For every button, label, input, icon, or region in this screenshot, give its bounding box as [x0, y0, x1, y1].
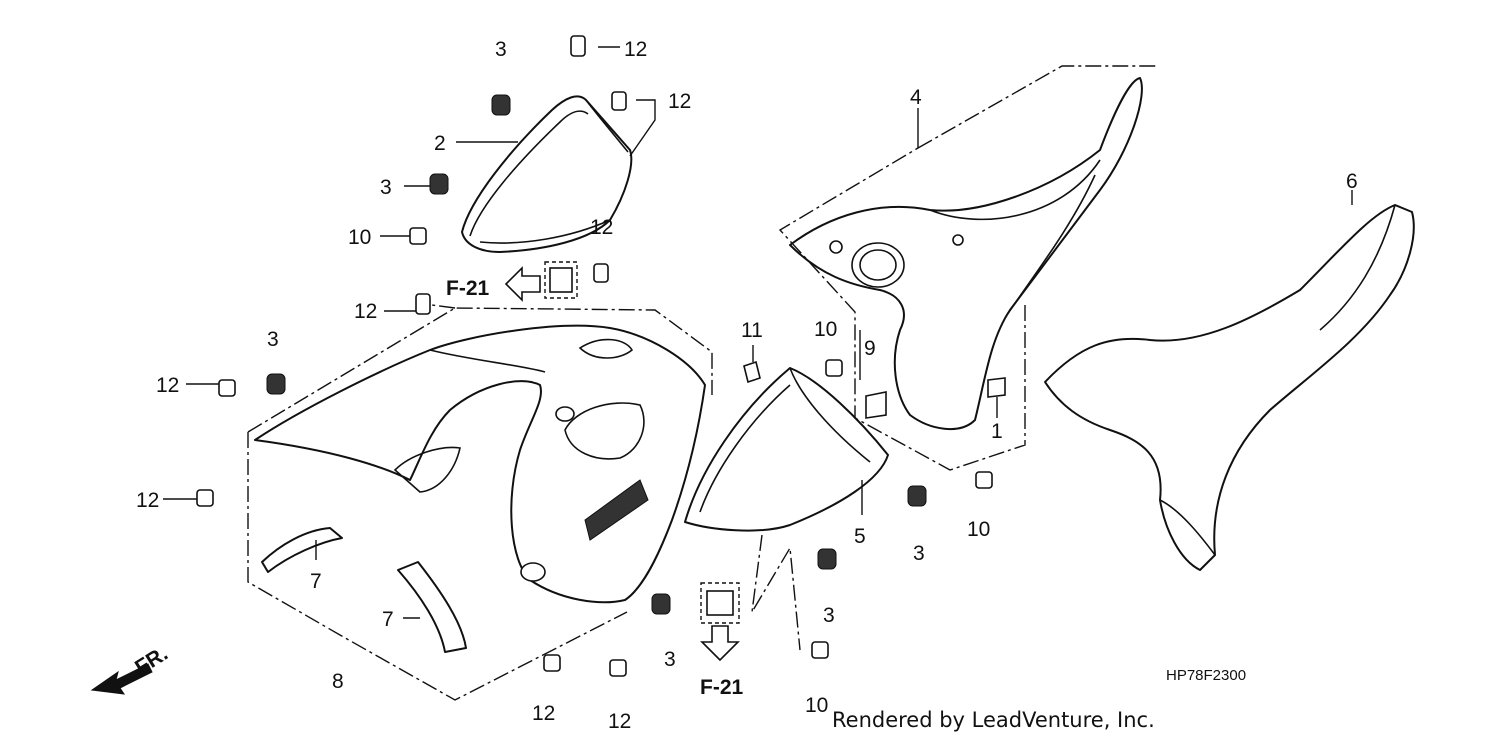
clip-icon — [544, 261, 740, 624]
callout-12: 12 — [624, 38, 647, 61]
center-cover-part-2[interactable] — [461, 95, 633, 253]
bolt-icon — [196, 35, 993, 677]
group-box-part-8 — [247, 304, 713, 701]
callout-12: 12 — [156, 374, 179, 397]
pad-part-1[interactable] — [987, 377, 1006, 398]
diagram-code: HP78F2300 — [1166, 667, 1246, 684]
callout-7: 7 — [382, 608, 394, 631]
trim-strip-part-7-upper[interactable] — [261, 527, 343, 573]
callout-12: 12 — [590, 216, 613, 239]
callout-3: 3 — [664, 648, 676, 671]
callout-3: 3 — [267, 328, 279, 351]
callout-8: 8 — [332, 670, 344, 693]
pad-part-9[interactable] — [865, 391, 887, 419]
callout-6: 6 — [1346, 170, 1358, 193]
callout-10: 10 — [814, 318, 837, 341]
callout-2: 2 — [434, 132, 446, 155]
callout-9: 9 — [864, 337, 876, 360]
leader-lines — [163, 46, 1353, 619]
render-credit: Rendered by LeadVenture, Inc. — [832, 708, 1155, 732]
group-box-part-4 — [778, 65, 1158, 471]
callout-10: 10 — [967, 518, 990, 541]
callout-12: 12 — [668, 90, 691, 113]
lower-cover-part-5[interactable] — [684, 367, 889, 532]
side-cover-part-4[interactable] — [789, 77, 1143, 431]
callout-3: 3 — [913, 542, 925, 565]
side-cover-part-6[interactable] — [1044, 204, 1415, 571]
callout-11: 11 — [741, 319, 763, 342]
grommet-icon — [266, 94, 927, 615]
callout-12: 12 — [608, 710, 631, 733]
callout-1: 1 — [991, 420, 1003, 443]
leader-part-5 — [751, 534, 801, 651]
callout-4: 4 — [910, 86, 922, 109]
callout-7: 7 — [310, 570, 322, 593]
callout-10: 10 — [805, 694, 828, 717]
trim-strip-part-7-lower[interactable] — [397, 561, 467, 653]
front-direction-arrow-icon — [90, 663, 153, 695]
callout-12: 12 — [136, 489, 159, 512]
callout-labels: 1 2 3 3 3 3 3 3 4 5 6 7 7 8 9 10 10 10 1… — [136, 38, 1358, 733]
reference-f21-lower: F-21 — [700, 676, 744, 699]
callout-5: 5 — [854, 525, 866, 548]
callout-10: 10 — [348, 226, 371, 249]
callout-3: 3 — [495, 38, 507, 61]
arrow-down-icon — [700, 625, 740, 662]
callout-3: 3 — [823, 604, 835, 627]
reference-f21-upper: F-21 — [446, 277, 490, 300]
callout-3: 3 — [380, 176, 392, 199]
callout-12: 12 — [354, 300, 377, 323]
arrow-left-icon — [504, 266, 541, 302]
side-cover-part-8[interactable] — [254, 324, 706, 604]
callout-12: 12 — [532, 702, 555, 725]
